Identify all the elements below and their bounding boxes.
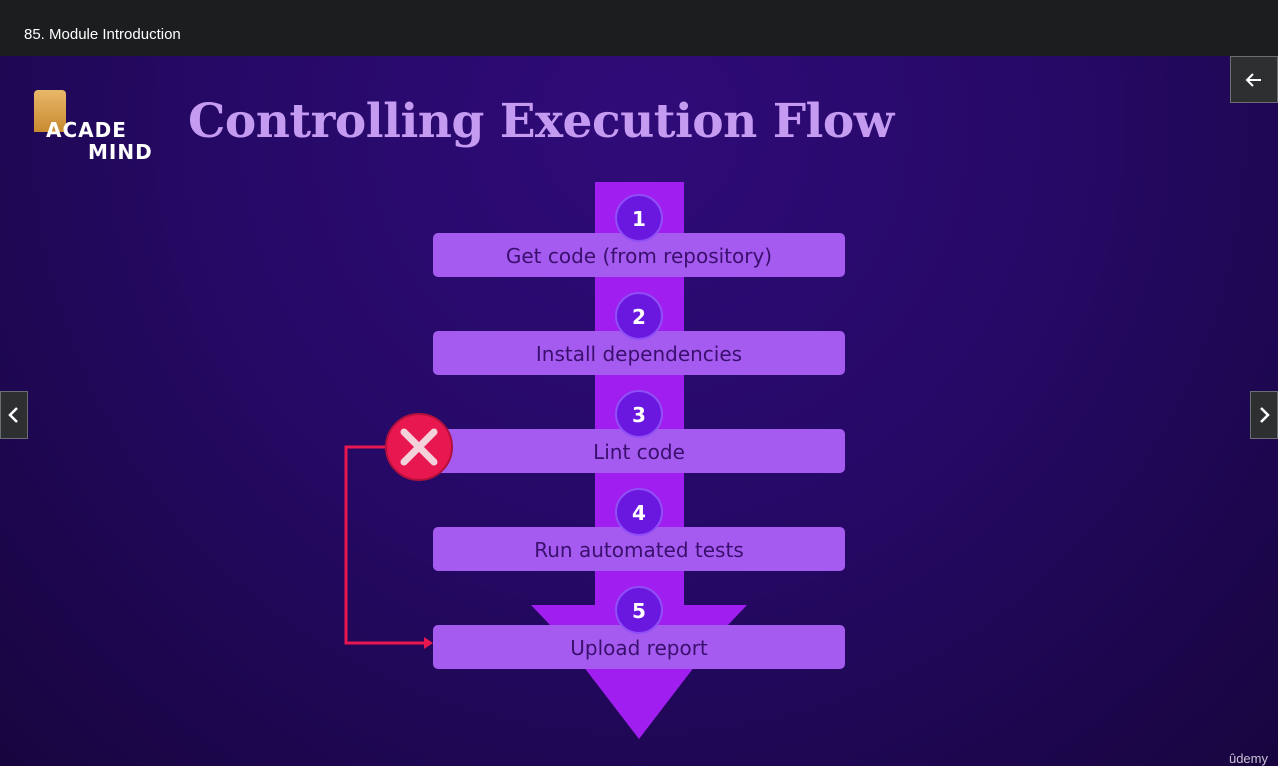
flow-step-4: Run automated tests 4	[433, 488, 845, 571]
flow-step-number: 2	[632, 305, 646, 329]
arrow-left-icon	[1245, 72, 1261, 87]
academind-logo: ACADE MIND	[34, 90, 154, 164]
flow-step-number-badge	[615, 194, 663, 242]
flow-step-1: Get code (from repository) 1	[433, 194, 845, 277]
flow-step-2: Install dependencies 2	[433, 292, 845, 375]
flow-step-number: 4	[632, 501, 646, 525]
flow-step-5: Upload report 5	[433, 586, 845, 669]
next-lecture-button[interactable]	[1250, 391, 1278, 439]
chevron-left-icon	[8, 407, 18, 423]
flow-step-label: Upload report	[570, 636, 708, 660]
flow-step-number: 1	[632, 207, 646, 231]
top-bar: 85. Module Introduction	[0, 0, 1278, 56]
flow-step-box	[433, 625, 845, 669]
lecture-title: 85. Module Introduction	[24, 26, 181, 43]
flow-step-number: 5	[632, 599, 646, 623]
flow-step-label: Lint code	[593, 440, 685, 464]
udemy-watermark: ûdemy	[1228, 751, 1268, 766]
flow-step-number-badge	[615, 390, 663, 438]
flow-step-label: Get code (from repository)	[506, 244, 772, 268]
slide-title: Controlling Execution Flow	[188, 94, 894, 149]
logo-text-line1: ACADE	[46, 118, 127, 142]
x-circle-icon	[385, 413, 453, 481]
back-button[interactable]	[1230, 56, 1278, 103]
flow-step-box	[433, 429, 845, 473]
logo-ribbon-icon	[34, 90, 66, 132]
flow-step-3: Lint code 3	[433, 390, 845, 473]
failure-path-arrowhead	[424, 637, 433, 649]
failure-path-line	[344, 445, 426, 645]
logo-text-line2: MIND	[88, 140, 153, 164]
chevron-right-icon	[1260, 407, 1270, 423]
flow-arrow-head	[580, 662, 698, 739]
flow-step-number-badge	[615, 586, 663, 634]
flow-step-box	[433, 331, 845, 375]
flow-step-box	[433, 527, 845, 571]
flow-step-number: 3	[632, 403, 646, 427]
flow-step-label: Run automated tests	[534, 538, 743, 562]
flow-step-number-badge	[615, 488, 663, 536]
flow-step-box	[433, 233, 845, 277]
flow-step-number-badge	[615, 292, 663, 340]
previous-lecture-button[interactable]	[0, 391, 28, 439]
video-player[interactable]: ACADE MIND Controlling Execution Flow Ge…	[0, 56, 1278, 766]
flow-step-label: Install dependencies	[536, 342, 742, 366]
